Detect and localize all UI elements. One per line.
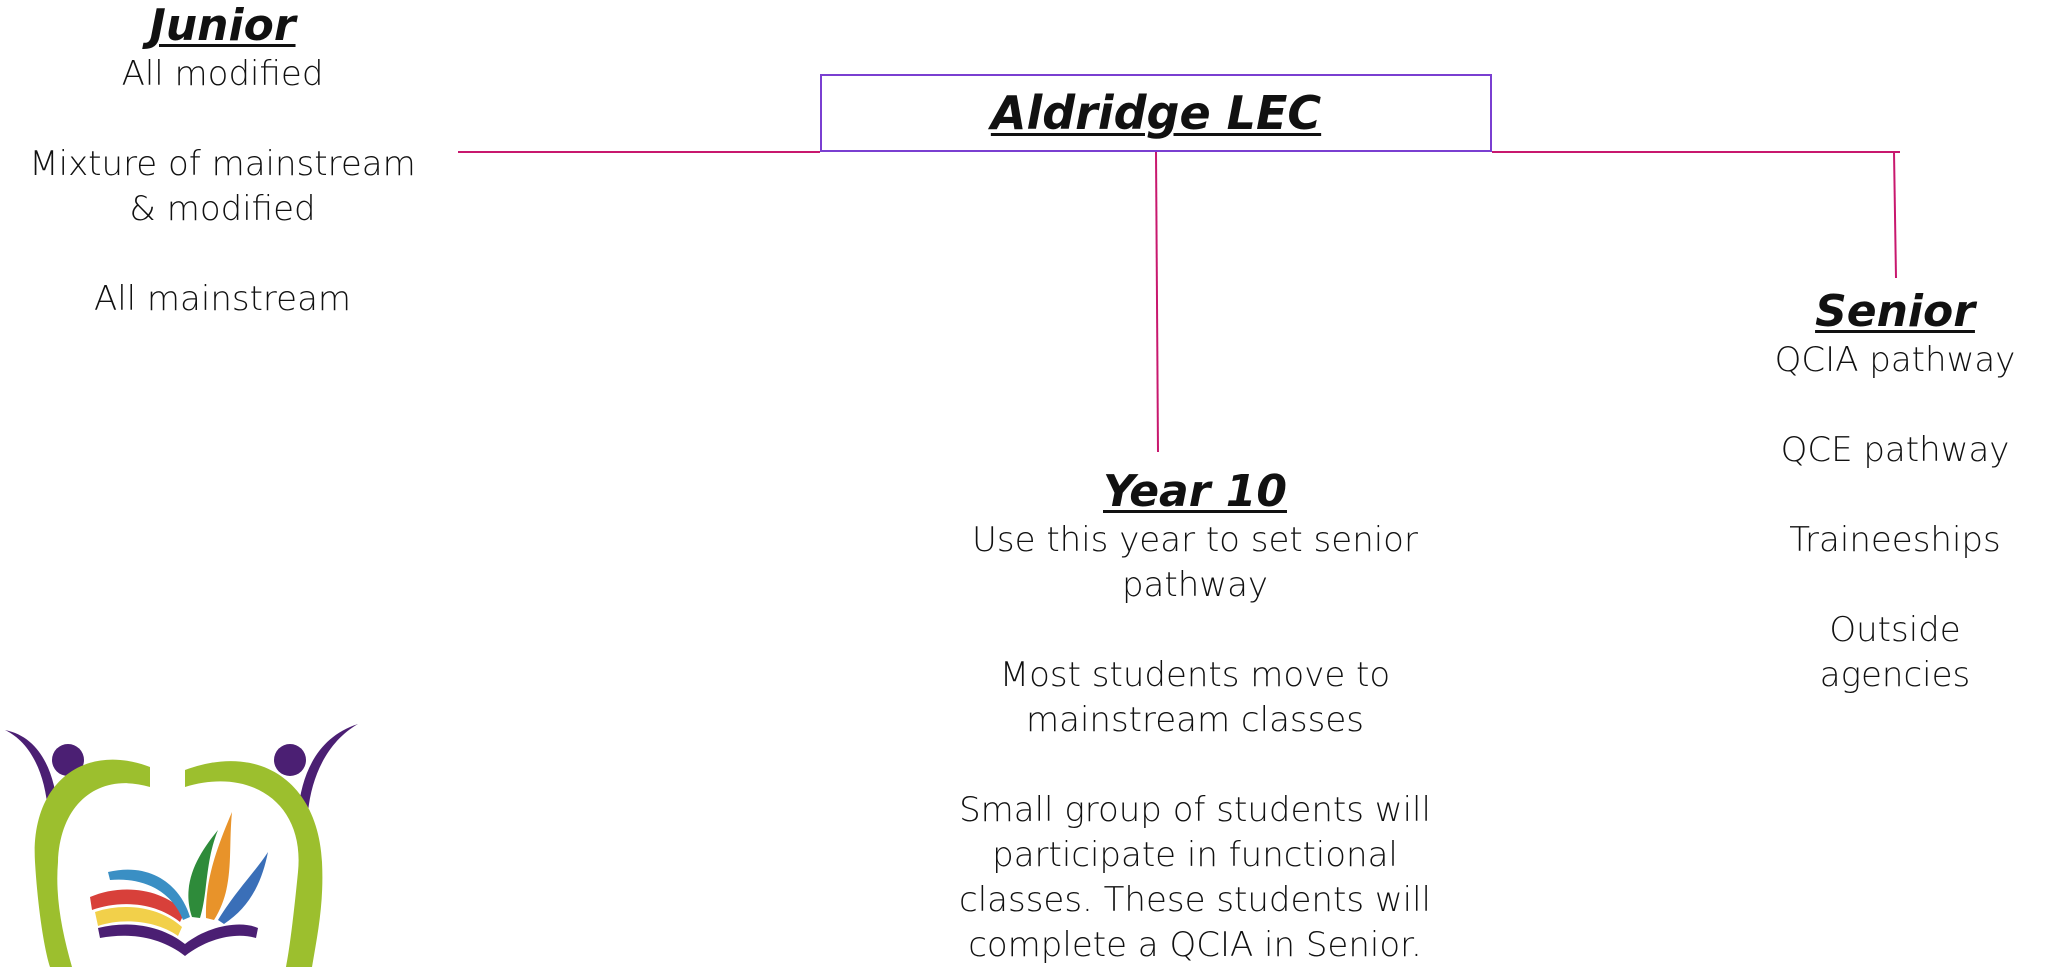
year10-block: Year 10 Use this year to set senior path…	[900, 466, 1490, 968]
junior-heading: Junior	[149, 0, 296, 51]
logo-book-yellow	[95, 907, 182, 936]
senior-line: QCIA pathway	[1774, 340, 2016, 380]
year10-heading: Year 10	[1103, 466, 1287, 517]
logo-book-purple	[98, 924, 258, 956]
junior-line: All modified	[121, 54, 324, 94]
logo-flame-green	[188, 830, 218, 918]
year10-line: Small group of students will	[959, 790, 1431, 830]
junior-line: & modified	[129, 189, 316, 229]
senior-block: Senior QCIA pathway QCE pathway Trainees…	[1745, 286, 2045, 698]
senior-line: Outside	[1829, 610, 1961, 650]
logo-right-head	[274, 744, 306, 776]
logo-right-body	[185, 761, 323, 967]
logo-flame-orange	[205, 812, 232, 920]
title-box: Aldridge LEC	[820, 74, 1492, 152]
year10-line: Use this year to set senior	[972, 520, 1418, 560]
spacer	[1745, 563, 2045, 608]
logo-book-blue	[108, 869, 190, 920]
school-logo	[5, 724, 358, 967]
logo-flame-blue	[218, 852, 268, 924]
spacer	[0, 97, 445, 142]
connector-to-year10	[1155, 151, 1159, 453]
spacer	[900, 608, 1490, 653]
junior-line: All mainstream	[93, 279, 352, 319]
diagram-title: Aldridge LEC	[990, 86, 1322, 140]
spacer	[1745, 383, 2045, 428]
logo-book-red	[90, 889, 185, 922]
spacer	[1745, 473, 2045, 518]
senior-line: Traineeships	[1789, 520, 2001, 560]
year10-line: pathway	[1121, 565, 1269, 605]
logo-left-head	[52, 744, 84, 776]
logo-right-arm	[298, 724, 358, 812]
senior-line: QCE pathway	[1780, 430, 2010, 470]
junior-block: Junior All modified Mixture of mainstrea…	[0, 0, 445, 322]
spacer	[0, 232, 445, 277]
senior-heading: Senior	[1815, 286, 1975, 337]
year10-line: Most students move to	[999, 655, 1391, 695]
logo-left-body	[34, 759, 150, 967]
year10-line: classes. These students will	[959, 880, 1431, 920]
year10-line: complete a QCIA in Senior.	[968, 925, 1422, 965]
junior-line: Mixture of mainstream	[29, 144, 416, 184]
year10-line: mainstream classes	[1026, 700, 1364, 740]
year10-line: participate in functional	[992, 835, 1398, 875]
connector-to-senior	[1893, 151, 1897, 279]
spacer	[900, 743, 1490, 788]
senior-line: agencies	[1819, 655, 1971, 695]
